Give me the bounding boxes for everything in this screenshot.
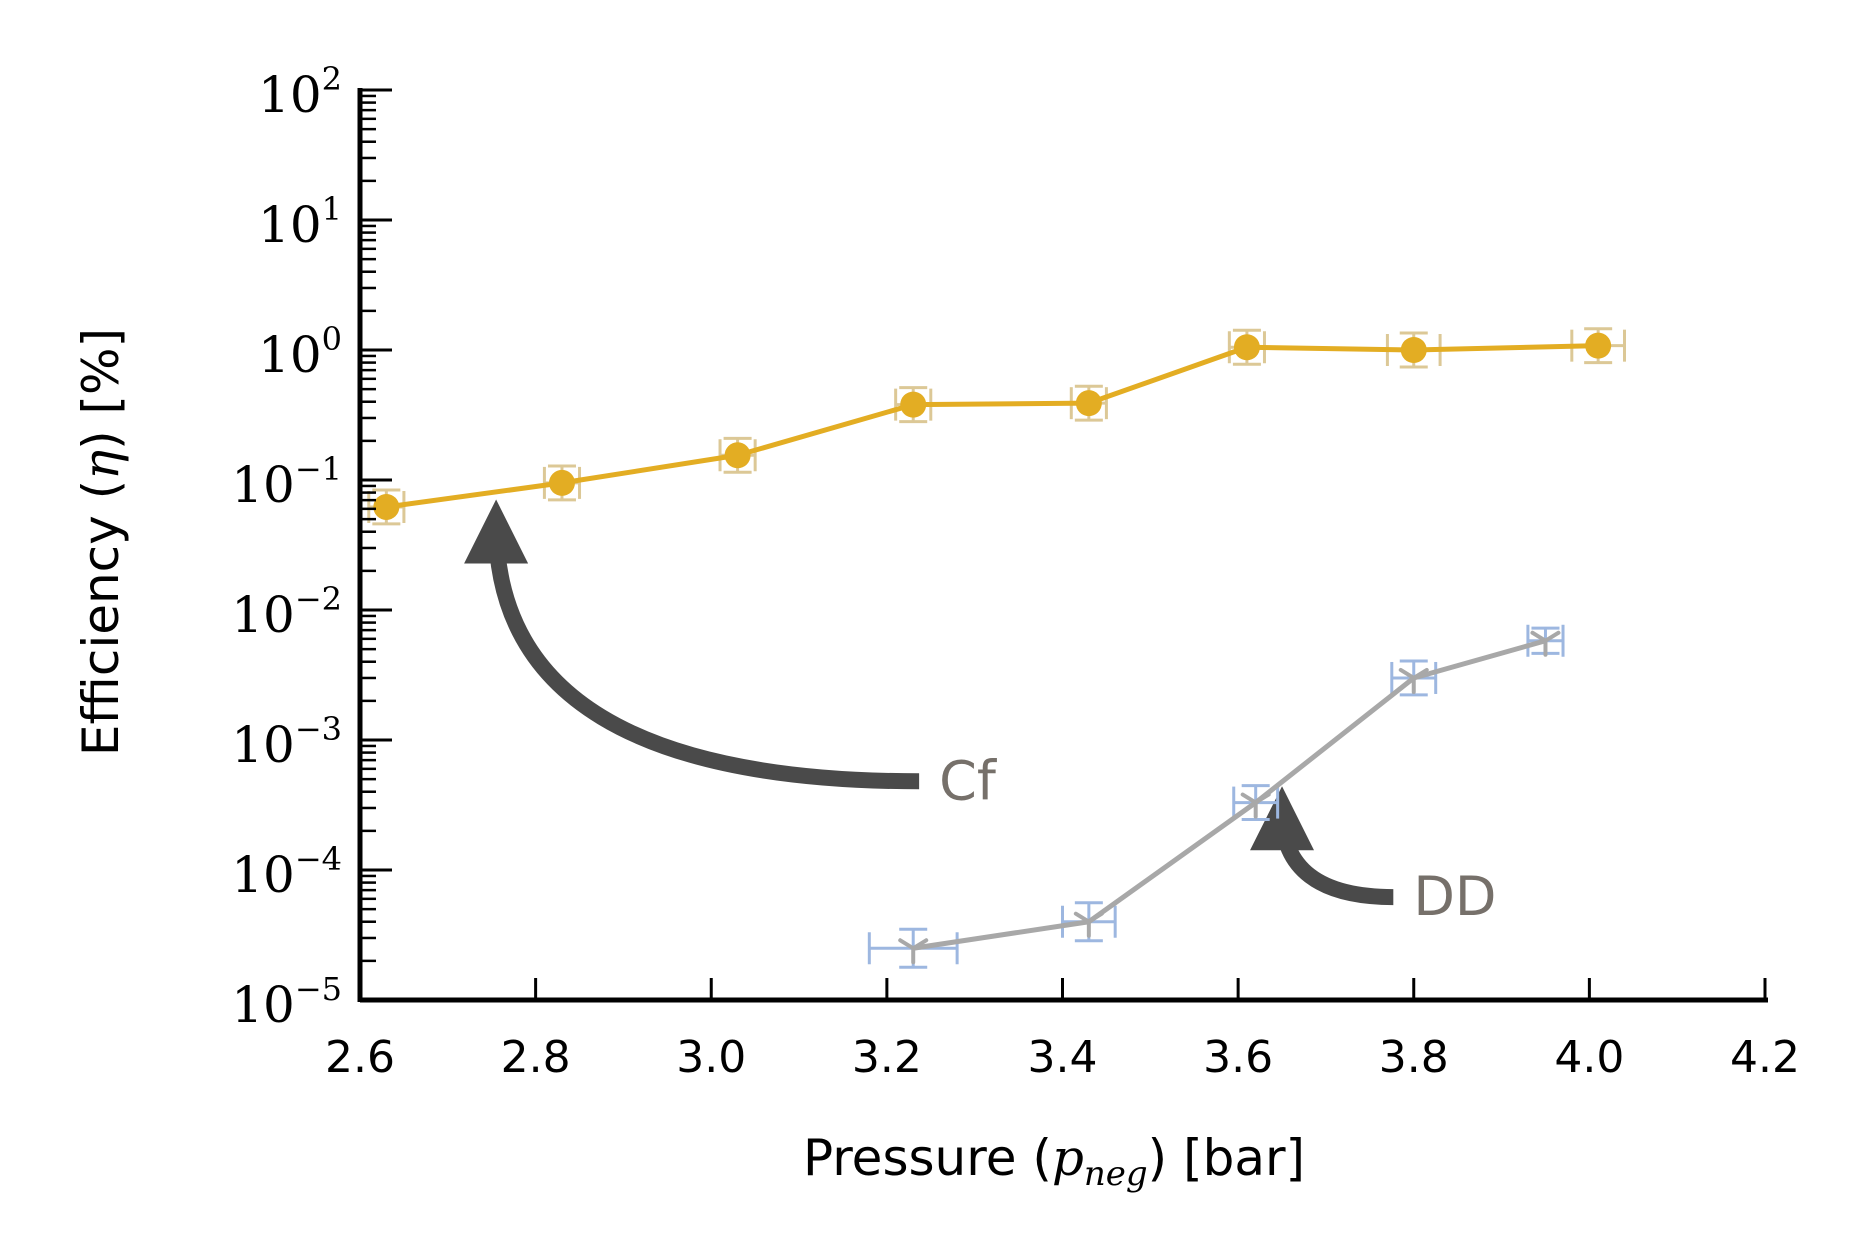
- data-point: [1233, 334, 1260, 361]
- marker-stroke: [1086, 911, 1104, 924]
- marker-stroke: [1073, 911, 1091, 924]
- x-tick-label: 3.8: [1379, 1032, 1449, 1083]
- annotation-label: Cf: [939, 749, 998, 812]
- y-tick-label: 101: [258, 190, 342, 254]
- marker-stroke: [911, 938, 929, 951]
- y-tick-label: 10−3: [231, 710, 342, 774]
- data-point: [1398, 667, 1429, 694]
- y-tick-label: 102: [258, 60, 342, 124]
- data-point: [724, 442, 751, 469]
- x-tick-label: 4.2: [1730, 1032, 1800, 1083]
- x-tick-label: 4.0: [1554, 1032, 1624, 1083]
- data-point: [1400, 337, 1427, 363]
- data-point: [1585, 332, 1612, 359]
- x-tick-label: 2.6: [325, 1032, 395, 1083]
- marker-stroke: [1530, 630, 1548, 643]
- data-point: [1073, 911, 1104, 938]
- data-point: [373, 493, 400, 520]
- x-tick-label: 3.2: [852, 1032, 922, 1083]
- data-point: [900, 391, 927, 418]
- axes-layer: 2.6 2.8 3.0 3.2 3.4 3.6 3.8 4.0 4.2 102 101 100 10−1…: [231, 60, 1800, 1083]
- annotation-arrow: [1250, 786, 1394, 906]
- annotation-arrow: [464, 499, 920, 790]
- data-point: [1075, 390, 1102, 417]
- y-axis-label: Efficiency (η) [%]: [72, 328, 130, 756]
- x-axis-label: Pressure (pneg) [bar]: [803, 1129, 1305, 1194]
- marker-stroke: [1543, 630, 1561, 643]
- y-tick-label: 10−2: [231, 580, 342, 644]
- x-tick-label: 3.4: [1028, 1032, 1098, 1083]
- series-line-1: [386, 343, 1599, 510]
- y-tick-label: 10−1: [231, 450, 342, 514]
- marker-stroke: [1253, 792, 1271, 805]
- x-tick-label: 3.6: [1203, 1032, 1273, 1083]
- annotation-label: DD: [1413, 865, 1496, 928]
- marker-stroke: [1411, 667, 1429, 680]
- y-tick-label: 100: [258, 320, 342, 384]
- marker-layer: [373, 332, 1612, 965]
- data-point: [1240, 792, 1271, 819]
- y-tick-label: 10−4: [231, 840, 342, 904]
- data-point: [898, 938, 929, 965]
- data-point: [1530, 630, 1561, 657]
- marker-stroke: [1240, 792, 1258, 805]
- marker-stroke: [1398, 667, 1416, 680]
- series-line-layer: [386, 343, 1599, 951]
- x-tick-label: 2.8: [501, 1032, 571, 1083]
- data-point: [548, 469, 575, 496]
- x-tick-label: 3.0: [676, 1032, 746, 1083]
- y-tick-label: 10−5: [231, 970, 342, 1034]
- marker-stroke: [898, 938, 916, 951]
- axis-label-layer: Pressure (pneg) [bar] Efficiency (η) [%]: [72, 328, 1305, 1194]
